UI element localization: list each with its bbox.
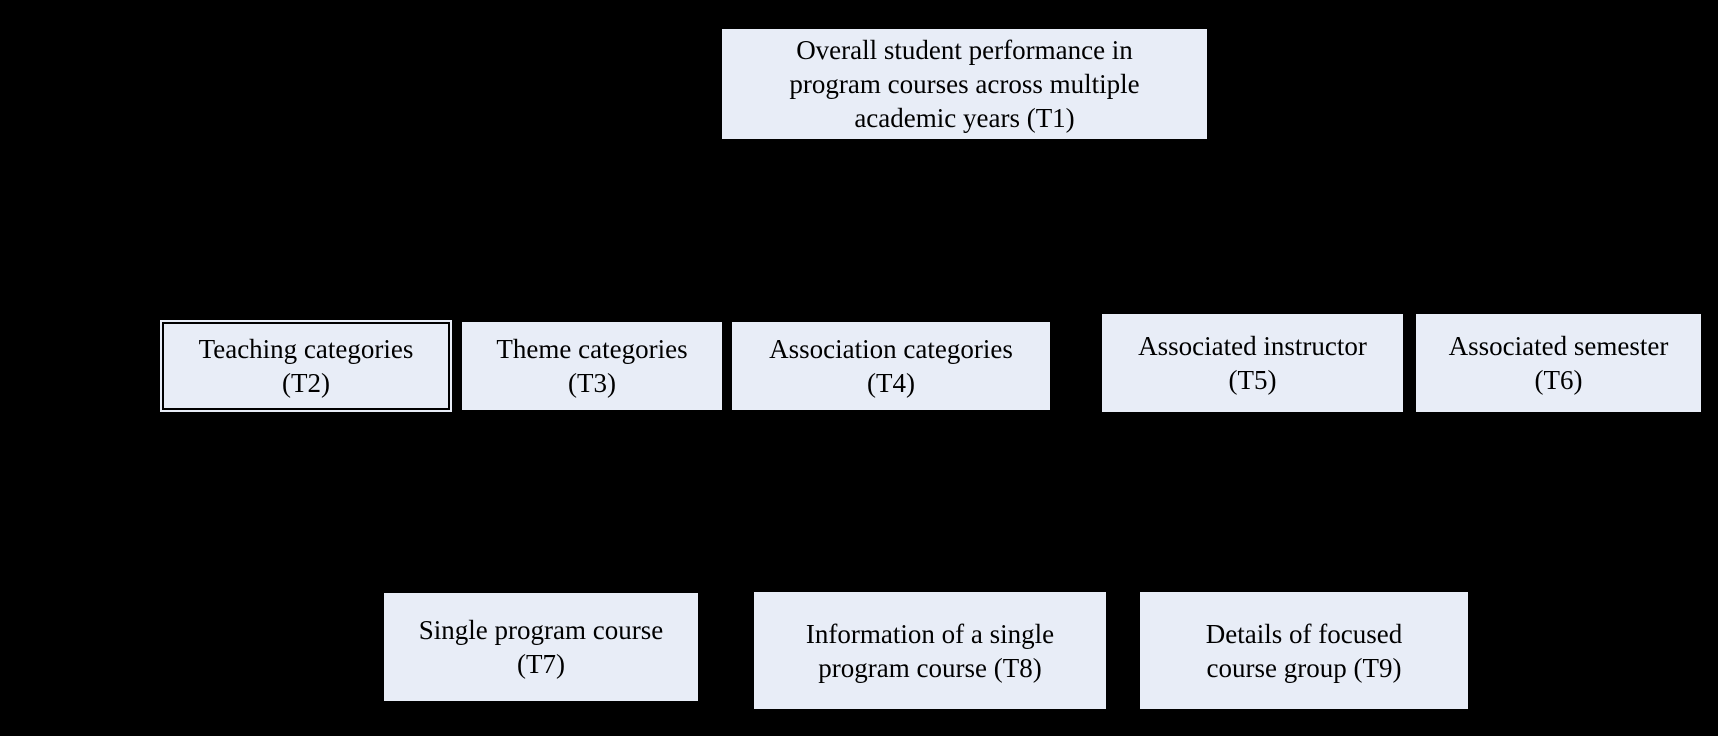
node-t4-association-categories: Association categories (T4) — [732, 322, 1050, 410]
node-t8-information-single-course: Information of a single program course (… — [754, 592, 1106, 709]
node-t7-single-program-course: Single program course (T7) — [384, 593, 698, 701]
node-t5-associated-instructor: Associated instructor (T5) — [1102, 314, 1403, 412]
node-t3-theme-categories: Theme categories (T3) — [462, 322, 722, 410]
node-t2-teaching-categories: Teaching categories (T2) — [162, 322, 450, 410]
node-t1-overall-student-performance: Overall student performance in program c… — [722, 29, 1207, 139]
node-t6-associated-semester: Associated semester (T6) — [1416, 314, 1701, 412]
node-t9-details-focused-group: Details of focused course group (T9) — [1140, 592, 1468, 709]
